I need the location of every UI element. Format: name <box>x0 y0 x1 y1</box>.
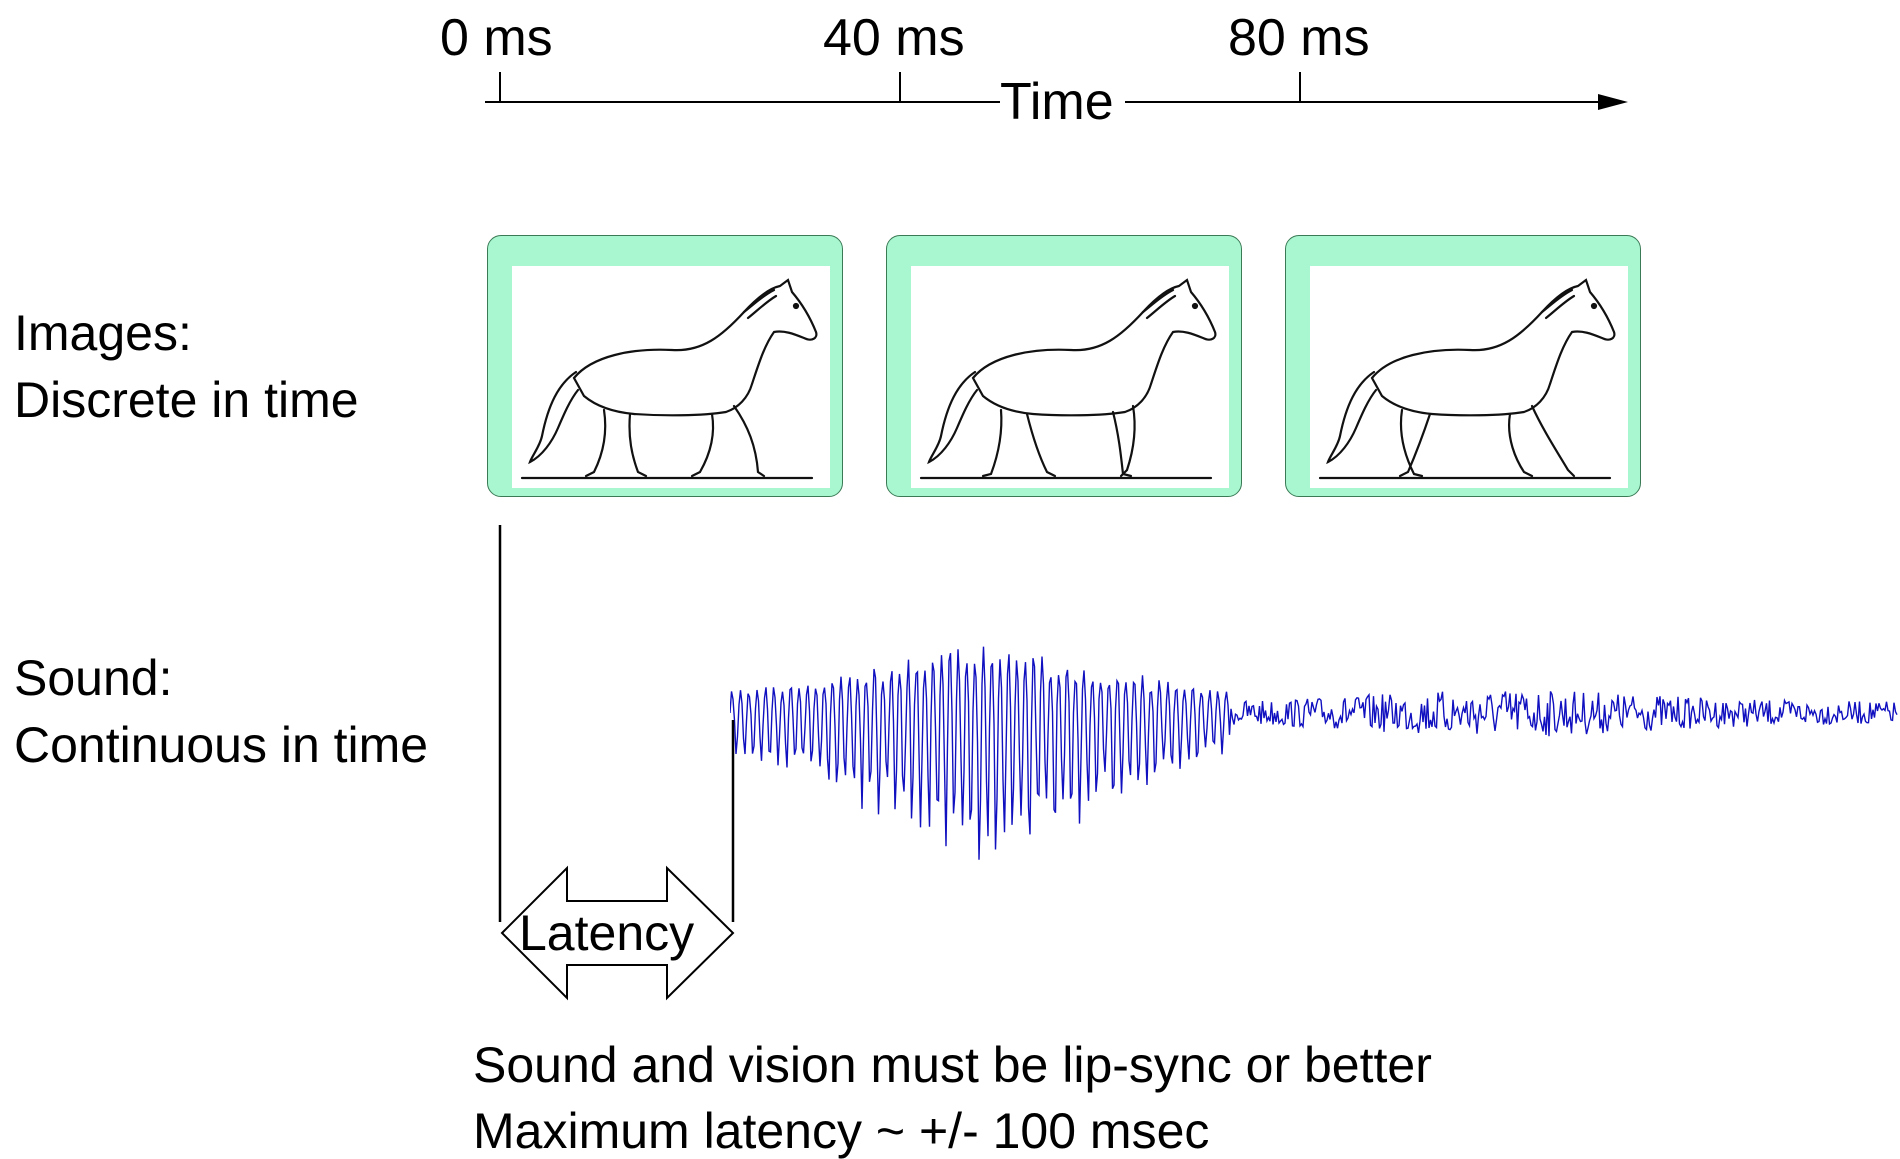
image-frame-3 <box>1285 235 1641 497</box>
sound-row-subtitle: Continuous in time <box>14 717 429 773</box>
horse-sketch <box>1318 278 1616 480</box>
horse-image <box>520 278 818 480</box>
time-axis-label: Time <box>1000 73 1114 131</box>
time-arrow-head <box>1598 94 1628 110</box>
sound-waveform <box>730 646 1898 860</box>
horse-image <box>919 278 1217 480</box>
caption-line-2: Maximum latency ~ +/- 100 msec <box>473 1103 1210 1159</box>
tick-label-0ms: 0 ms <box>440 9 553 67</box>
images-row-subtitle: Discrete in time <box>14 372 359 428</box>
image-frame-2 <box>886 235 1242 497</box>
horse-sketch <box>919 278 1217 480</box>
image-frame-1 <box>487 235 843 497</box>
caption-line-1: Sound and vision must be lip-sync or bet… <box>473 1037 1432 1093</box>
sound-row-title: Sound: <box>14 650 173 706</box>
horse-image <box>1318 278 1616 480</box>
latency-double-arrow <box>500 865 735 1001</box>
horse-sketch <box>520 278 818 480</box>
tick-label-80ms: 80 ms <box>1228 9 1370 67</box>
images-row-title: Images: <box>14 305 192 361</box>
tick-label-40ms: 40 ms <box>823 9 965 67</box>
latency-label: Latency <box>519 905 695 961</box>
waveform-trace <box>730 646 1898 860</box>
